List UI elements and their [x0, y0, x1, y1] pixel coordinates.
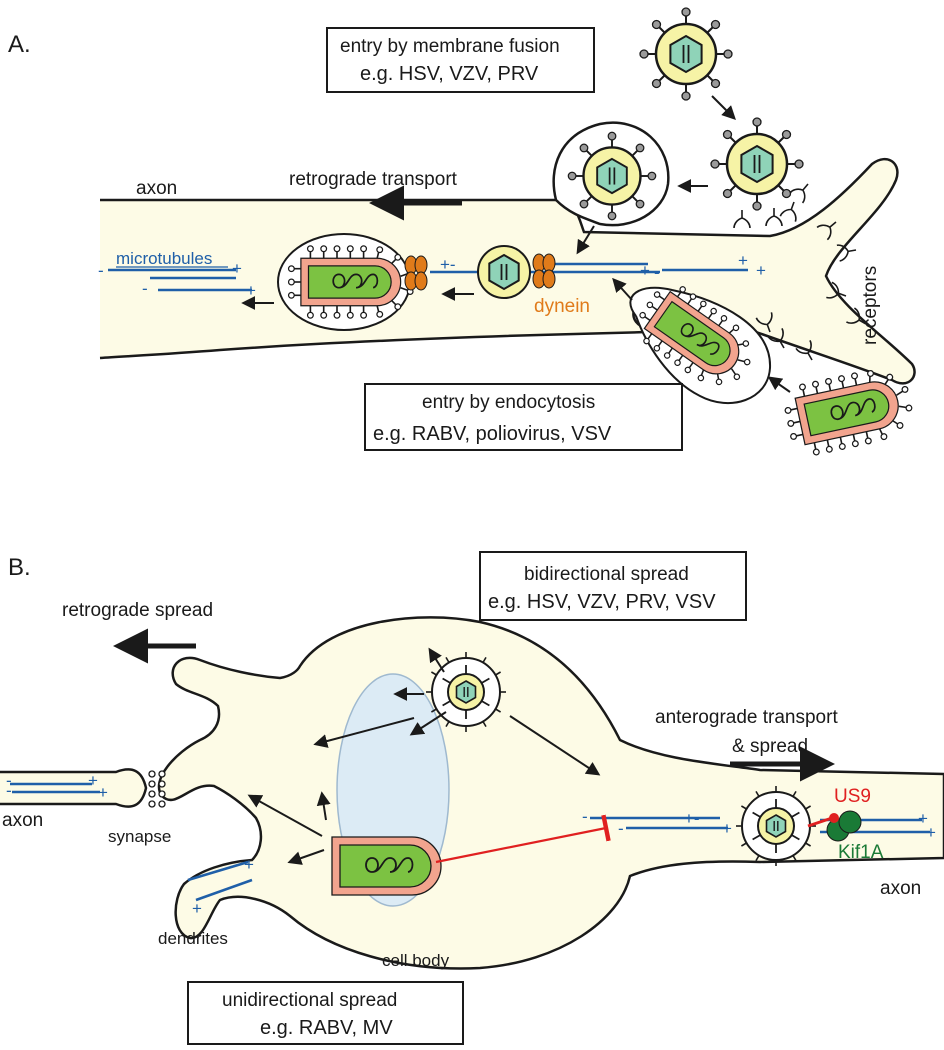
endocytosis-box-line1: entry by endocytosis [422, 392, 595, 413]
neuron-cell-body [157, 616, 944, 970]
svg-text:+: + [738, 251, 748, 270]
microtubules: - + - + +- + - + + [98, 251, 766, 300]
panel-a: A. - + - + +- + - + + microtubules [8, 6, 919, 461]
svg-text:-: - [142, 279, 148, 298]
fusion-box-line2: e.g. HSV, VZV, PRV [360, 63, 539, 85]
us9-protein [829, 813, 839, 823]
svg-text:+: + [722, 819, 732, 838]
us9-label: US9 [834, 786, 871, 807]
panel-b-label: B. [8, 554, 31, 581]
axon-label-b-left: axon [2, 810, 43, 831]
rabv-cell-body [331, 836, 442, 896]
synapse-label: synapse [108, 827, 171, 846]
retrograde-spread-label: retrograde spread [62, 600, 213, 621]
svg-text:+: + [756, 261, 766, 280]
svg-text:+: + [926, 823, 936, 842]
synapse-vesicles [148, 770, 166, 808]
svg-text:+: + [918, 809, 928, 828]
presynaptic-axon [0, 768, 148, 808]
svg-text:-: - [582, 807, 588, 826]
bidirectional-box [479, 551, 747, 621]
kif1a-motor-front [838, 810, 862, 834]
svg-text:+-: +- [440, 255, 456, 274]
dynein-label: dynein [534, 296, 590, 317]
svg-text:+: + [232, 259, 242, 278]
svg-text:+: + [640, 261, 650, 280]
dendrites-label: dendrites [158, 929, 228, 948]
unidirectional-box-line2: e.g. RABV, MV [260, 1017, 393, 1039]
svg-text:+: + [98, 783, 108, 802]
svg-text:-: - [618, 819, 624, 838]
svg-text:+: + [244, 855, 254, 874]
fusion-box-line1: entry by membrane fusion [340, 36, 560, 57]
panel-a-label: A. [8, 31, 31, 58]
cell-body-label: cell body [382, 951, 450, 970]
microtubules-b: - + - + - +- - + + + + + [6, 771, 936, 918]
unidirectional-box-line1: unidirectional spread [222, 990, 397, 1011]
fusion-box [326, 27, 595, 93]
anterograde-label-line2: & spread [732, 736, 808, 757]
svg-text:-: - [98, 261, 104, 280]
svg-text:+: + [88, 771, 98, 790]
hsv-virion-free-top [638, 6, 734, 102]
svg-text:-: - [6, 771, 12, 790]
hsv-fusing-virion [567, 131, 657, 221]
endocytosis-box [364, 383, 683, 451]
svg-text:-: - [6, 781, 12, 800]
hsv-capsid-transport [477, 245, 531, 299]
hsv-virion-attached [709, 116, 805, 212]
retrograde-transport-label: retrograde transport [289, 169, 458, 190]
microtubules-label: microtubules [116, 249, 212, 268]
inhibition-line [435, 814, 611, 864]
bidirectional-box-line1: bidirectional spread [524, 564, 689, 585]
receptors-label: receptors [860, 266, 881, 345]
kif1a-label: Kif1A [838, 842, 884, 863]
svg-text:-: - [654, 263, 660, 282]
unidirectional-box [187, 981, 464, 1045]
endocytosis-box-line2: e.g. RABV, poliovirus, VSV [373, 423, 612, 445]
svg-text:+-: +- [684, 809, 700, 828]
axon-label-a: axon [136, 178, 177, 199]
panel-b: B. - + - + - +- - + + + [0, 551, 944, 1045]
svg-text:+: + [246, 281, 256, 300]
svg-text:+: + [192, 899, 202, 918]
bidirectional-box-line2: e.g. HSV, VZV, PRV, VSV [488, 591, 716, 613]
axon-label-b-right: axon [880, 878, 921, 899]
anterograde-label-line1: anterograde transport [655, 707, 838, 728]
